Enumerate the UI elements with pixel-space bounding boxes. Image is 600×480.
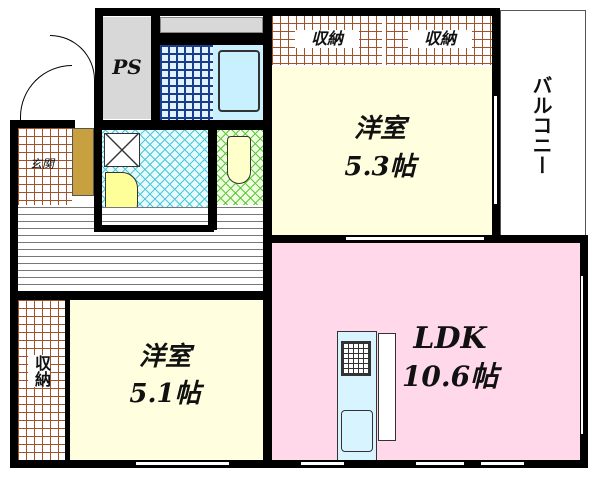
window xyxy=(493,95,498,205)
ps-label: PS xyxy=(112,55,142,79)
storage-top-2-label: 収納 xyxy=(408,30,472,48)
entrance-floor xyxy=(18,128,72,205)
wall xyxy=(95,8,103,120)
wall xyxy=(580,235,588,467)
shoe-box xyxy=(72,128,94,196)
window xyxy=(345,236,485,241)
wall xyxy=(94,225,214,232)
kitchen-sink xyxy=(341,410,373,452)
entrance-door xyxy=(20,65,72,120)
stove xyxy=(341,341,371,376)
wall xyxy=(151,8,160,128)
storage-top-1-label: 収納 xyxy=(295,30,359,48)
bathroom-floor xyxy=(160,45,213,120)
wall xyxy=(10,291,270,300)
western-room-2-name: 洋室 xyxy=(138,342,191,372)
wall xyxy=(94,120,269,130)
storage-left xyxy=(18,300,65,460)
kitchen-wall-panel xyxy=(378,333,396,441)
window xyxy=(300,461,345,466)
western-room-2 xyxy=(70,300,266,460)
entrance-label: 玄関 xyxy=(29,157,54,171)
ldk-size: 10.6帖 xyxy=(401,360,499,393)
ldk-name: LDK xyxy=(413,321,487,356)
ldk xyxy=(272,242,580,460)
wall xyxy=(95,8,500,16)
window xyxy=(415,461,465,466)
window xyxy=(135,461,230,466)
toilet xyxy=(227,136,251,184)
western-room-2-size: 5.1帖 xyxy=(129,379,201,409)
window xyxy=(580,275,584,435)
western-room-1-name: 洋室 xyxy=(353,114,406,144)
western-room-1-size: 5.3帖 xyxy=(344,152,416,182)
wall xyxy=(10,460,588,468)
washing-machine-space xyxy=(104,133,140,167)
wall xyxy=(65,300,70,460)
storage-top-1 xyxy=(272,15,382,65)
hallway xyxy=(18,207,265,291)
window xyxy=(480,461,525,466)
wall xyxy=(263,8,272,461)
western-room-1 xyxy=(272,67,496,235)
ps-space xyxy=(103,17,151,119)
wall xyxy=(160,33,265,45)
bath-shelf xyxy=(160,17,263,33)
wall xyxy=(208,120,217,230)
wall xyxy=(10,120,75,128)
balcony-label: バルコニー xyxy=(529,75,553,175)
storage-left-label: 収納 xyxy=(28,355,51,387)
wall xyxy=(94,120,102,230)
bathtub xyxy=(218,50,260,112)
